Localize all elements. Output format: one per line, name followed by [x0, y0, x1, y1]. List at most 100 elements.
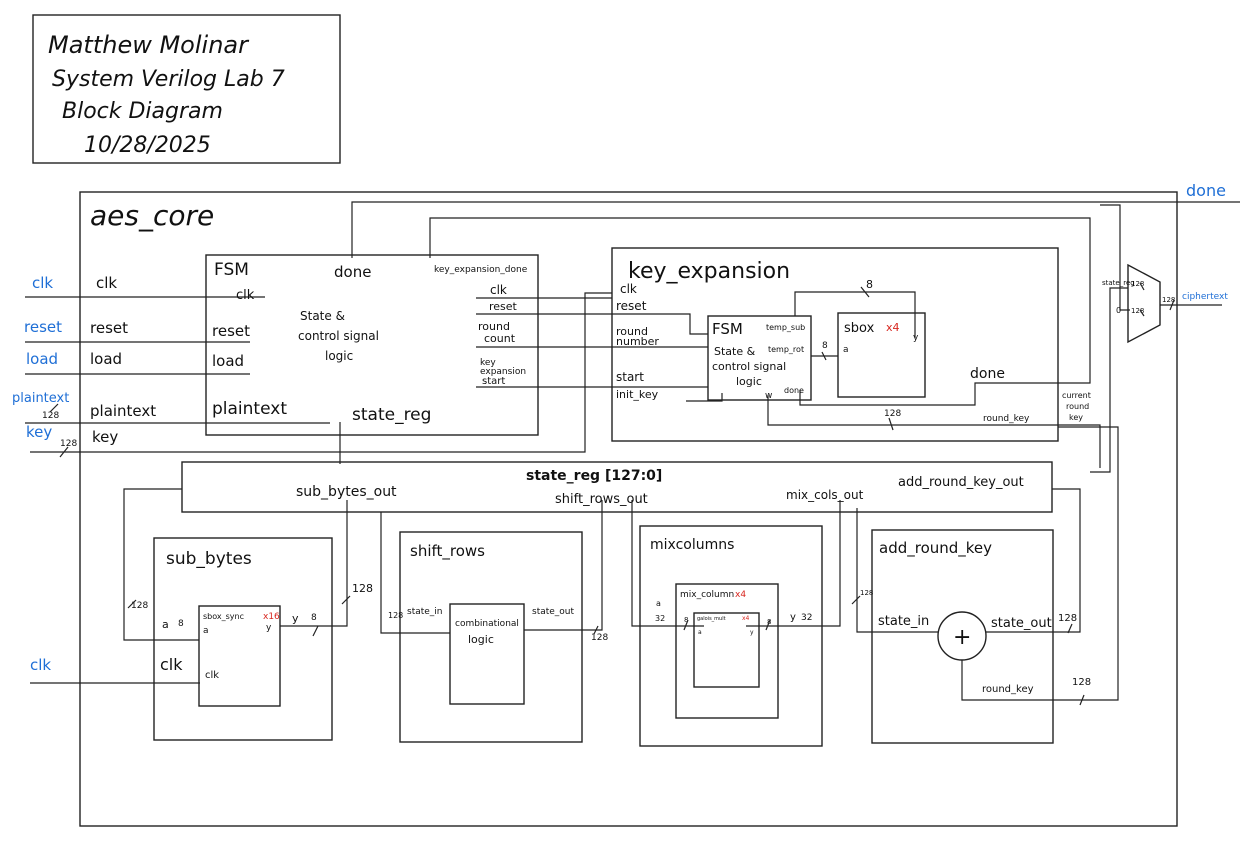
key-expansion-block: key_expansion clk reset round number sta…: [611, 247, 1091, 442]
mix-column-title: mix_column: [680, 590, 734, 600]
core-key-label: key: [92, 428, 118, 446]
ark-state-out: state_out: [991, 616, 1052, 631]
xor-symbol: +: [953, 625, 971, 650]
core-load-label: load: [90, 350, 122, 368]
header-author: Matthew Molinar: [48, 31, 250, 59]
shift-rows-state-in: state_in: [407, 607, 443, 617]
mix-in-a: a: [656, 599, 661, 608]
sbox-sync-clk: clk: [205, 670, 219, 681]
state-reg-shift-rows-out: shift_rows_out: [555, 492, 648, 507]
ke-inner-logic-1: State &: [714, 345, 756, 358]
fsm-key-expansion-done-port: key_expansion_done: [434, 265, 528, 275]
ke-inner-w: w: [765, 391, 772, 401]
ext-plaintext-width: 128: [42, 411, 59, 421]
ext-key-label: key: [26, 423, 52, 441]
galois-mult-label: galois_mult: [697, 616, 726, 622]
ke-width-8-mid: 8: [822, 341, 828, 351]
header-course: System Verilog Lab 7: [52, 67, 285, 92]
ke-inner-fsm-title: FSM: [712, 320, 743, 338]
ext-clk-label: clk: [32, 274, 53, 292]
add-round-key-title: add_round_key: [879, 539, 992, 558]
fsm-logic-line1: State &: [300, 309, 345, 323]
sbox-sync-label: sbox_sync: [203, 612, 244, 621]
shift-rows-width-out: 128: [591, 633, 608, 643]
fsm-block: FSM done key_expansion_done clk reset lo…: [205, 254, 539, 436]
fsm-clk-port: clk: [236, 288, 255, 303]
comb-logic-line2: logic: [468, 633, 494, 646]
sub-bytes-width-in: 128: [131, 601, 148, 611]
fsm-out-key: key: [480, 358, 496, 368]
core-clk-label: clk: [96, 274, 117, 292]
ext-load-label: load: [26, 350, 58, 368]
mux-in0-label: 0: [1116, 306, 1121, 315]
header-subject: Block Diagram: [62, 99, 223, 124]
ark-round-key: round_key: [982, 684, 1034, 695]
mix-in-32: 32: [655, 614, 665, 623]
fsm-out-start: start: [482, 376, 505, 387]
mixcolumns-title: mixcolumns: [650, 537, 734, 553]
galois-mult-box: [693, 612, 760, 688]
ke-temp-rot: temp_rot: [768, 345, 804, 354]
comb-logic-line1: combinational: [455, 619, 519, 629]
ke-sbox-label: sbox: [844, 321, 875, 336]
mix-column-box: [675, 583, 779, 719]
core-plaintext-label: plaintext: [90, 402, 156, 420]
sub-bytes-in-a: a: [162, 618, 169, 631]
mixcolumns-block: mixcolumns mix_column x4 galois_mult x4 …: [631, 500, 841, 747]
sbox-sync-count: x16: [263, 612, 280, 622]
ke-reset-port: reset: [616, 299, 647, 313]
sub-bytes-out-8: 8: [311, 613, 317, 623]
ke-sbox: [837, 312, 926, 398]
input-wires: [25, 292, 612, 684]
mix-in-8: 8: [684, 616, 688, 624]
ke-number-port: number: [616, 335, 659, 348]
fsm-title: FSM: [214, 260, 249, 280]
ext-key-width: 128: [60, 439, 77, 449]
ke-key: key: [1069, 413, 1083, 422]
fsm-load-port: load: [212, 352, 244, 370]
core-reset-label: reset: [90, 319, 128, 337]
fsm-logic-line3: logic: [325, 349, 353, 363]
ke-init-key-port: init_key: [616, 388, 659, 401]
ke-width-128: 128: [884, 409, 901, 419]
done-output-label: done: [1186, 181, 1226, 200]
mux-in0-width: 128: [1131, 307, 1144, 315]
state-reg-add-round-key-out: add_round_key_out: [898, 475, 1024, 490]
ke-sbox-count: x4: [886, 321, 900, 334]
fsm-out-expansion: expansion: [480, 367, 526, 377]
shift-rows-state-out: state_out: [532, 607, 575, 617]
fsm-logic-line2: control signal: [298, 329, 379, 343]
ke-width-8-top: 8: [866, 278, 873, 291]
ext-reset-label: reset: [24, 318, 62, 336]
state-reg-title: state_reg [127:0]: [526, 468, 662, 484]
ke-current: current: [1062, 391, 1091, 400]
ciphertext-output-label: ciphertext: [1182, 292, 1228, 302]
ke-round: round: [1066, 402, 1089, 411]
mux-in1-width: 128: [1131, 280, 1144, 288]
fsm-reset-port: reset: [212, 322, 250, 340]
external-inputs: clk reset load plaintext 128 key 128 clk: [12, 274, 77, 674]
fsm-out-count: count: [484, 332, 516, 345]
ke-clk-port: clk: [620, 282, 637, 296]
ke-internal-wires: [686, 286, 1101, 468]
ark-state-in: state_in: [878, 614, 929, 629]
fsm-out-reset: reset: [489, 300, 518, 313]
state-reg-mix-cols-out: mix_cols_out: [786, 488, 864, 502]
mix-column-count: x4: [735, 590, 746, 600]
ke-inner-logic-3: logic: [736, 375, 762, 388]
fsm-output-wires: [339, 297, 708, 464]
sbox-sync-y: y: [266, 623, 272, 633]
ke-sbox-a: a: [843, 345, 849, 355]
mux-state-reg-label: state_reg: [1102, 279, 1135, 287]
state-reg-block: state_reg [127:0] sub_bytes_out shift_ro…: [181, 461, 1053, 513]
header-box: Matthew Molinar System Verilog Lab 7 Blo…: [32, 14, 341, 164]
sbox-sync-box: [198, 605, 281, 707]
galois-y: y: [750, 629, 754, 636]
sub-bytes-block: sub_bytes sbox_sync x16 a y clk a 8 y 8 …: [123, 488, 373, 741]
combinational-logic-box: [449, 603, 525, 705]
ext-clk2-label: clk: [30, 656, 51, 674]
fsm-done-port: done: [334, 263, 371, 281]
output-mux: state_reg 128 0 128 128 done ciphertext: [1090, 181, 1228, 473]
fsm-state-reg-port: state_reg: [352, 405, 431, 425]
fsm-plaintext-port: plaintext: [212, 399, 287, 419]
